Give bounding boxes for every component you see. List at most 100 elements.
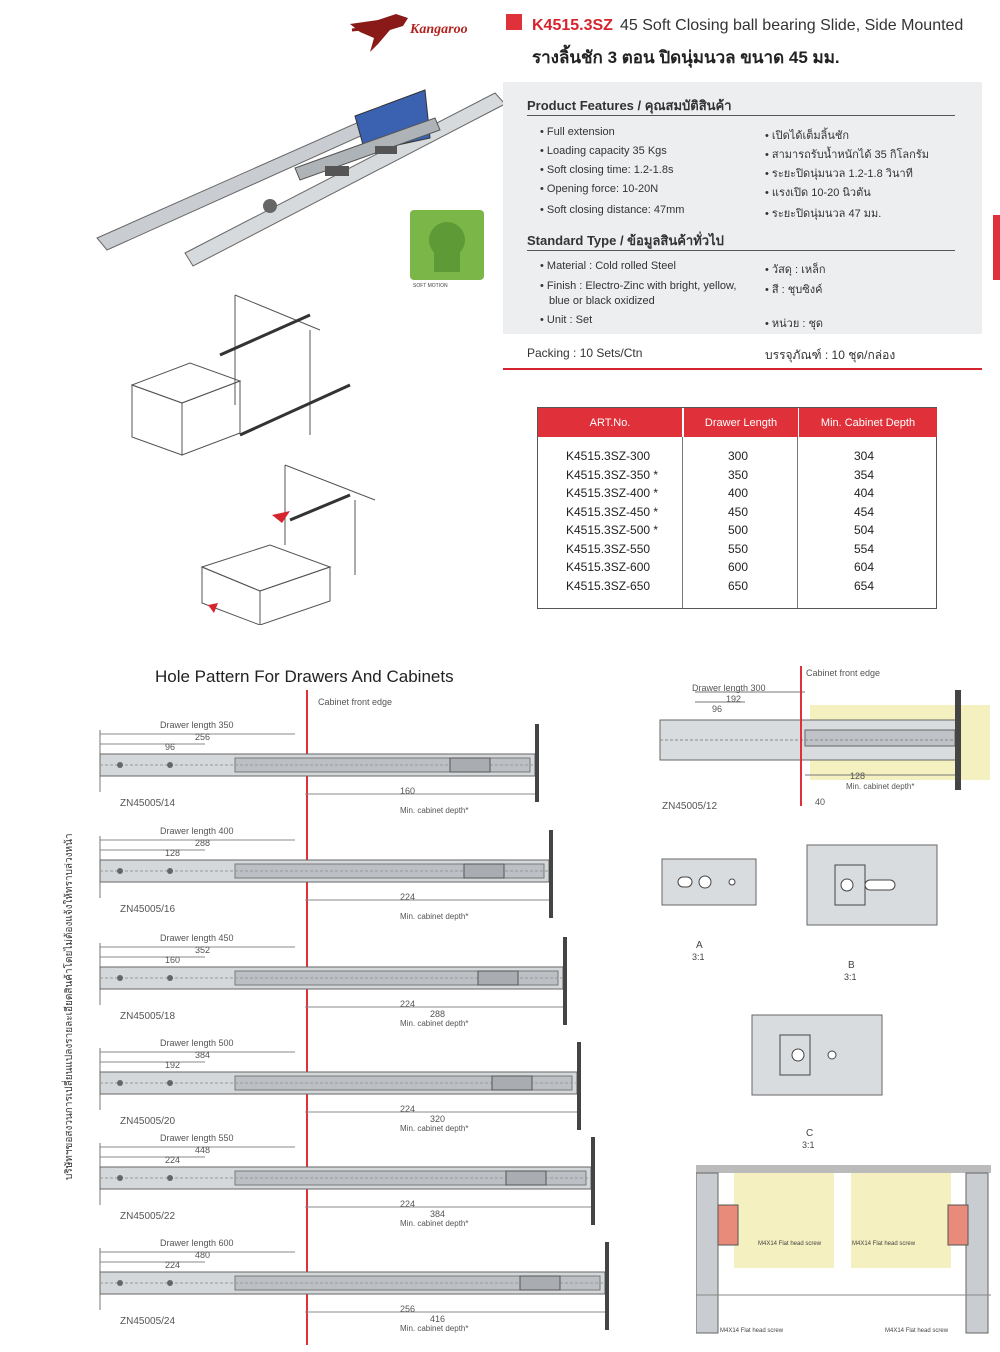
table-cell-min-depth: 504 [854, 523, 875, 537]
feature-item-thai: • เปิดได้เต็มลิ้นชัก [765, 130, 850, 142]
table-cell-min-depth: 554 [854, 541, 875, 556]
drawer-length-label: Drawer length 550 [160, 1133, 234, 1143]
brand-name: Kangaroo [410, 22, 468, 37]
packing-info-thai: บรรจุภัณฑ์ : 10 ชุด/กล่อง [765, 348, 896, 362]
dim-c: 224 [400, 1199, 416, 1209]
table-cell-drawer-length: 400 [728, 486, 749, 500]
table-cell-drawer-length: 350 [728, 467, 749, 482]
vertical-note: บริษัทฯขอสงวนการเปลี่ยนแปลงรายละเอียดสิน… [64, 833, 75, 1180]
min-depth-label: Min. cabinet depth* [400, 1324, 469, 1333]
spec-panel [503, 82, 982, 334]
detail-b-label: B [848, 960, 855, 971]
dim-a: 256 [195, 732, 211, 742]
dim-b: 96 [165, 742, 176, 752]
dim-c: 256 [400, 1304, 416, 1314]
feature-item-thai: • ระยะปิดนุ่มนวล 47 มม. [765, 208, 882, 220]
feature-item-thai: • สามารถรับน้ำหนักได้ 35 กิโลกรัม [765, 149, 929, 161]
standard-item-cont: blue or black oxidized [549, 295, 655, 307]
table-cell-min-depth: 404 [854, 486, 875, 500]
dim-b: 224 [165, 1260, 181, 1270]
drawing-code: ZN45005/22 [120, 1211, 176, 1222]
screw-label-1: M4X14 Flat head screw [758, 1241, 822, 1247]
standard-item: • Finish : Electro-Zinc with bright, yel… [540, 280, 737, 292]
drawer-length-label: Drawer length 350 [160, 720, 234, 730]
table-cell-min-depth: 454 [854, 504, 875, 519]
hole-pattern-title: Hole Pattern For Drawers And Cabinets [155, 667, 454, 686]
drawing-code: ZN45005/18 [120, 1011, 176, 1022]
min-depth-label: Min. cabinet depth* [400, 1124, 469, 1133]
table-cell-art-no: K4515.3SZ-350 * [566, 467, 659, 482]
right-cabinet-edge-label: Cabinet front edge [806, 668, 881, 678]
dim-b: 224 [165, 1155, 181, 1165]
drawer-length-label: Drawer length 600 [160, 1238, 234, 1248]
soft-motion-badge [410, 210, 484, 280]
packing-info: Packing : 10 Sets/Ctn [527, 346, 643, 360]
drawing-code: ZN45005/20 [120, 1116, 176, 1127]
drawer-length-label: Drawer length 500 [160, 1038, 234, 1048]
detail-c-drawing [750, 1005, 885, 1110]
slide-drawing [99, 1137, 595, 1225]
side-tab [993, 215, 1000, 280]
standard-item: • Unit : Set [540, 314, 593, 326]
table-cell-drawer-length: 450 [728, 504, 749, 519]
red-divider [503, 368, 982, 370]
cabinet-edge-label: Cabinet front edge [318, 697, 393, 707]
detail-b-scale: 3:1 [844, 972, 857, 982]
detail-b-drawing [805, 835, 940, 935]
th-min-depth: Min. Cabinet Depth [798, 408, 937, 437]
table-cell-art-no: K4515.3SZ-300 [566, 449, 651, 463]
dim-b: 160 [165, 955, 181, 965]
feature-item-thai: • ระยะปิดนุ่มนวล 1.2-1.8 วินาที [765, 168, 913, 180]
slide-drawing [99, 1242, 609, 1330]
right-min-depth: Min. cabinet depth* [846, 782, 915, 791]
slide-drawing [99, 1042, 581, 1130]
product-code: K4515.3SZ [532, 17, 613, 34]
table-cell-drawer-length: 500 [728, 523, 749, 537]
table-cell-drawer-length: 550 [728, 541, 749, 556]
table-cell-art-no: K4515.3SZ-500 * [566, 523, 659, 537]
standard-divider [527, 250, 955, 251]
detail-a-scale: 3:1 [692, 952, 705, 962]
soft-motion-label: SOFT MOTION [413, 283, 448, 289]
table-cell-drawer-length: 300 [728, 449, 749, 463]
feature-item-thai: • แรงเปิด 10-20 นิวตัน [765, 187, 871, 199]
detail-a-label: A [696, 940, 703, 951]
dim-d: 320 [430, 1114, 446, 1124]
table-cell-art-no: K4515.3SZ-650 [566, 578, 651, 593]
screw-label-4: M4X14 Flat head screw [885, 1328, 949, 1334]
standard-item-thai: • สี : ชุบซิงค์ [765, 284, 823, 296]
cabinet-illustration [110, 285, 410, 626]
dim-a: 288 [195, 838, 211, 848]
table-cell-min-depth: 354 [854, 467, 875, 482]
dim-a: 480 [195, 1250, 211, 1260]
right-drawer-length: Drawer length 300 [692, 683, 766, 693]
brand-logo [348, 10, 493, 55]
feature-item: • Full extension [540, 126, 615, 138]
table-cell-art-no: K4515.3SZ-450 * [566, 504, 659, 519]
dim-d: 416 [430, 1314, 446, 1324]
standard-item-thai: • หน่วย : ชุด [765, 318, 824, 330]
dim-c: 224 [400, 1104, 416, 1114]
detail-c-label: C [806, 1128, 814, 1139]
table-cell-drawer-length: 650 [728, 578, 749, 593]
features-heading: Product Features / คุณสมบัติสินค้า [527, 98, 732, 113]
detail-c-scale: 3:1 [802, 1140, 815, 1150]
right-drawing [655, 680, 995, 810]
dim-a: 448 [195, 1145, 211, 1155]
slide-drawing [99, 830, 553, 918]
detail-a-drawing [660, 845, 760, 920]
table-cell-min-depth: 304 [854, 449, 875, 463]
standard-item: • Material : Cold rolled Steel [540, 260, 676, 272]
table-cell-drawer-length: 600 [728, 560, 749, 574]
slide-drawing [99, 937, 567, 1025]
feature-item: • Loading capacity 35 Kgs [540, 145, 667, 157]
feature-item: • Opening force: 10-20N [540, 183, 659, 195]
drawer-length-label: Drawer length 450 [160, 933, 234, 943]
feature-item: • Soft closing distance: 47mm [540, 204, 685, 216]
drawing-code: ZN45005/24 [120, 1316, 176, 1327]
drawer-length-label: Drawer length 400 [160, 826, 234, 836]
table-cell-min-depth: 654 [854, 578, 875, 593]
right-dim-d: 40 [815, 797, 826, 807]
title-marker [506, 14, 522, 30]
